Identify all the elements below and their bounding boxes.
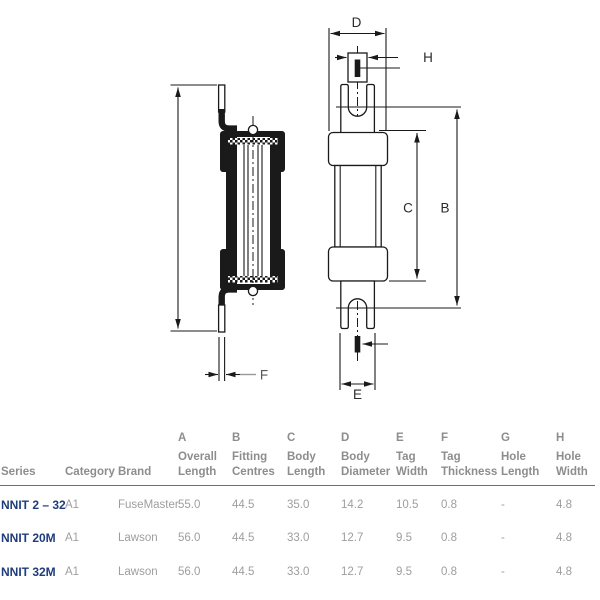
bottom-tag-side [217,304,226,333]
cell-value-b: 44.5 [232,532,255,545]
cell-brand: Lawson [118,565,158,578]
top-tag-front [340,83,376,134]
cell-value-c: 33.0 [287,565,310,578]
hole-slot-pointer [354,336,388,353]
cell-value-d: 14.2 [341,498,364,511]
cell-value-f: 0.8 [441,532,457,545]
overall-length-dimension [170,84,217,332]
fuse-technical-drawing: F D H [170,15,461,402]
cell-value-h: 4.8 [556,565,572,578]
column-header-g: G Hole Length [501,431,540,478]
cell-value-d: 12.7 [341,565,364,578]
table-row: NNIT 20M A1 Lawson 56.0 44.5 33.0 12.7 9… [0,522,600,556]
top-tag-side [217,84,226,113]
ceramic-barrel [334,164,382,248]
cell-category: A1 [65,532,80,545]
body-length-dimension: C [379,129,426,282]
table-row: NNIT 32M A1 Lawson 56.0 44.5 33.0 12.7 9… [0,555,600,589]
top-screw [247,124,259,136]
hole-width-dimension: H [335,50,433,83]
label-fitting-centres: B [440,201,449,216]
dimension-table: Series Category Brand A Overall Length B… [0,430,600,589]
cell-value-h: 4.8 [556,532,572,545]
column-header-e: E Tag Width [396,431,428,478]
label-hole-width: H [423,50,433,65]
table-body: NNIT 2 – 32 A1 FuseMaster 55.0 44.5 35.0… [0,486,600,589]
cell-value-h: 4.8 [556,498,572,511]
column-header-c: C Body Length [287,431,326,478]
label-tag-thickness: F [260,368,268,383]
body-window [237,137,270,284]
hole-slot-top [354,59,361,77]
hole-slot-bottom [354,336,361,353]
cell-value-f: 0.8 [441,498,457,511]
column-header-category: Category [65,465,115,478]
cell-value-b: 44.5 [232,565,255,578]
cell-value-g: - [501,565,505,578]
fuse-body-side [220,116,285,305]
label-body-length: C [403,201,413,216]
cell-series: NNIT 32M [1,564,56,579]
cell-value-f: 0.8 [441,565,457,578]
column-header-a: A Overall Length [178,431,217,478]
column-header-h: H Hole Width [556,431,588,478]
bottom-tag-front [340,280,376,330]
cell-value-c: 33.0 [287,532,310,545]
column-header-brand: Brand [118,465,152,478]
cell-value-e: 9.5 [396,532,412,545]
label-tag-width: E [353,387,362,402]
cell-value-c: 35.0 [287,498,310,511]
cell-value-d: 12.7 [341,532,364,545]
hatch-band-bottom [228,276,278,283]
cell-brand: FuseMaster [118,498,179,511]
cell-value-g: - [501,532,505,545]
bottom-screw [247,285,259,297]
cell-value-e: 10.5 [396,498,419,511]
cell-value-g: - [501,498,505,511]
cell-series: NNIT 2 – 32 [1,497,66,512]
top-cap [327,131,389,167]
table-header-row: Series Category Brand A Overall Length B… [0,430,595,486]
cell-value-e: 9.5 [396,565,412,578]
tag-thickness-dimension: F [205,337,268,383]
column-header-d: D Body Diameter [341,431,391,478]
side-view: F [170,84,285,383]
column-header-series: Series [1,465,36,478]
front-view: D H [327,15,461,402]
fitting-centres-dimension: B [440,109,460,306]
cell-category: A1 [65,498,80,511]
cell-brand: Lawson [118,532,158,545]
cell-category: A1 [65,565,80,578]
table-row: NNIT 2 – 32 A1 FuseMaster 55.0 44.5 35.0… [0,488,600,522]
column-header-f: F Tag Thickness [441,431,498,478]
bottom-cap [327,246,389,282]
top-tag-bend [218,109,237,132]
cell-value-a: 55.0 [178,498,201,511]
cell-value-b: 44.5 [232,498,255,511]
column-header-b: B Fitting Centres [232,431,275,478]
cell-value-a: 56.0 [178,532,201,545]
cell-series: NNIT 20M [1,531,56,546]
tag-width-dimension: E [339,333,376,402]
body-diameter-dimension: D [328,15,387,131]
label-body-diameter: D [352,15,362,30]
cell-value-a: 56.0 [178,565,201,578]
